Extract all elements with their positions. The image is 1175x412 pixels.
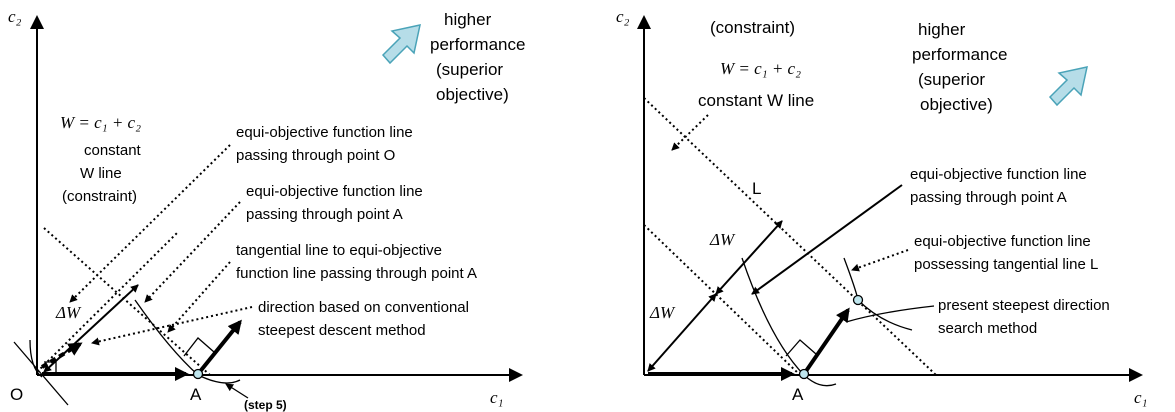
right-axis-x-label: c₁: [1134, 388, 1147, 407]
right-callout-a-line-1: equi-objective function line: [910, 166, 1087, 183]
right-line-l: [643, 97, 937, 376]
right-callout-l-pointer: [851, 249, 909, 272]
left-callout-o-pointer: [69, 144, 231, 303]
right-delta-w-bottom: ΔW: [649, 303, 676, 322]
right-point-a-label: A: [792, 385, 804, 404]
left-callout-direction-line-1: direction based on conventional: [258, 299, 469, 316]
left-equi-line-o: [36, 231, 179, 373]
left-point-o-label: O: [10, 385, 23, 404]
left-constraint-line-2: W line: [80, 165, 122, 182]
right-constant-w-line: [643, 224, 801, 376]
right-pointer-constant: [671, 114, 709, 151]
left-right-angle-o: [44, 361, 57, 374]
right-constraint: (constraint): [710, 18, 795, 37]
right-higher-line-2: performance: [912, 45, 1007, 64]
left-higher-line-4: objective): [436, 85, 509, 104]
left-higher-performance-arrow-icon: [381, 24, 421, 65]
left-callout-direction-pointer: [91, 306, 253, 346]
svg-text:present steepest direction: present steepest direction search method: [938, 297, 1114, 337]
right-callout-present-line-1: present steepest direction: [938, 297, 1110, 314]
right-callout-present-line-2: search method: [938, 320, 1037, 337]
left-callout-o-line-2: passing through point O: [236, 147, 395, 164]
left-higher-line-1: higher: [444, 10, 492, 29]
right-axis-y-label: c₂: [616, 7, 630, 26]
svg-text:direction based on conventiona: direction based on conventional steepest…: [258, 299, 473, 339]
left-constraint-line-1: constant: [84, 142, 142, 159]
right-delta-w-top-arrow: [715, 220, 783, 295]
svg-text:tangential line to equi-object: tangential line to equi-objective functi…: [236, 242, 477, 282]
left-higher-line-3: (superior: [436, 60, 503, 79]
left-axis-y-label: c₂: [8, 7, 22, 26]
left-callout-tangent-line-1: tangential line to equi-objective: [236, 242, 442, 259]
svg-text:constant W line (c: constant W line (constraint): [62, 142, 145, 205]
left-callout-a-line-1: equi-objective function line: [246, 183, 423, 200]
left-callout-direction-line-2: steepest descent method: [258, 322, 426, 339]
right-callout-l-line-2: possessing tangential line L: [914, 256, 1098, 273]
right-callout-present-pointer: [845, 305, 935, 323]
left-step-label: (step 5): [244, 398, 287, 412]
right-higher-performance-arrow-icon: [1048, 66, 1088, 107]
left-tangent-o: [13, 341, 69, 406]
left-delta-w-arrow: [43, 284, 139, 373]
left-axis-x-label: c₁: [490, 388, 503, 407]
left-point-a-label: A: [190, 385, 202, 404]
svg-text:equi-objective function line: equi-objective function line passing thr…: [246, 183, 427, 223]
left-step-pointer: [225, 383, 249, 399]
svg-text:higher performance: higher performance (superior objective): [912, 20, 1012, 114]
svg-text:equi-objective function line: equi-objective function line passing thr…: [910, 166, 1091, 206]
left-callout-o-line-1: equi-objective function line: [236, 124, 413, 141]
left-formula: W = c₁ + c₂: [60, 113, 141, 132]
right-panel: c₂ c₁ (constraint) W = c₁ + c₂ constant …: [616, 7, 1147, 407]
right-thick-arrow-a: [802, 307, 850, 376]
left-thick-arrow-a: [196, 319, 242, 376]
left-callout-tangent-line-2: function line passing through point A: [236, 265, 477, 282]
left-constraint-line-3: (constraint): [62, 188, 137, 205]
left-right-angle-a: [183, 337, 215, 357]
svg-text:higher performance: higher performance (superior objective): [430, 10, 530, 104]
right-higher-line-4: objective): [920, 95, 993, 114]
svg-text:equi-objective function line: equi-objective function line possessing …: [914, 233, 1098, 273]
svg-text:equi-objective function line: equi-objective function line passing thr…: [236, 124, 417, 164]
left-higher-line-2: performance: [430, 35, 525, 54]
left-conventional-arrow: [40, 342, 83, 369]
left-point-a: [192, 368, 204, 380]
right-callout-a-line-2: passing through point A: [910, 189, 1067, 206]
right-formula: W = c₁ + c₂: [720, 59, 801, 78]
right-delta-w-bottom-arrow: [647, 293, 717, 372]
left-callout-a-line-2: passing through point A: [246, 206, 403, 223]
right-delta-w-top: ΔW: [709, 230, 736, 249]
right-point-a: [798, 368, 810, 380]
left-callout-tangent-pointer: [167, 261, 231, 333]
right-callout-l-line-1: equi-objective function line: [914, 233, 1091, 250]
left-delta-w: ΔW: [55, 303, 82, 322]
right-right-angle-a: [785, 339, 817, 357]
right-higher-line-3: (superior: [918, 70, 985, 89]
left-panel: c₂ c₁ higher performance (superior objec…: [8, 7, 530, 412]
right-higher-line-1: higher: [918, 20, 966, 39]
left-curve-o: [29, 339, 43, 378]
right-curve-a: [741, 257, 837, 387]
right-callout-a-pointer: [751, 184, 903, 295]
right-point-l-label: L: [752, 179, 761, 198]
right-point-tangent: [852, 294, 864, 306]
right-constant-w: constant W line: [698, 91, 814, 110]
